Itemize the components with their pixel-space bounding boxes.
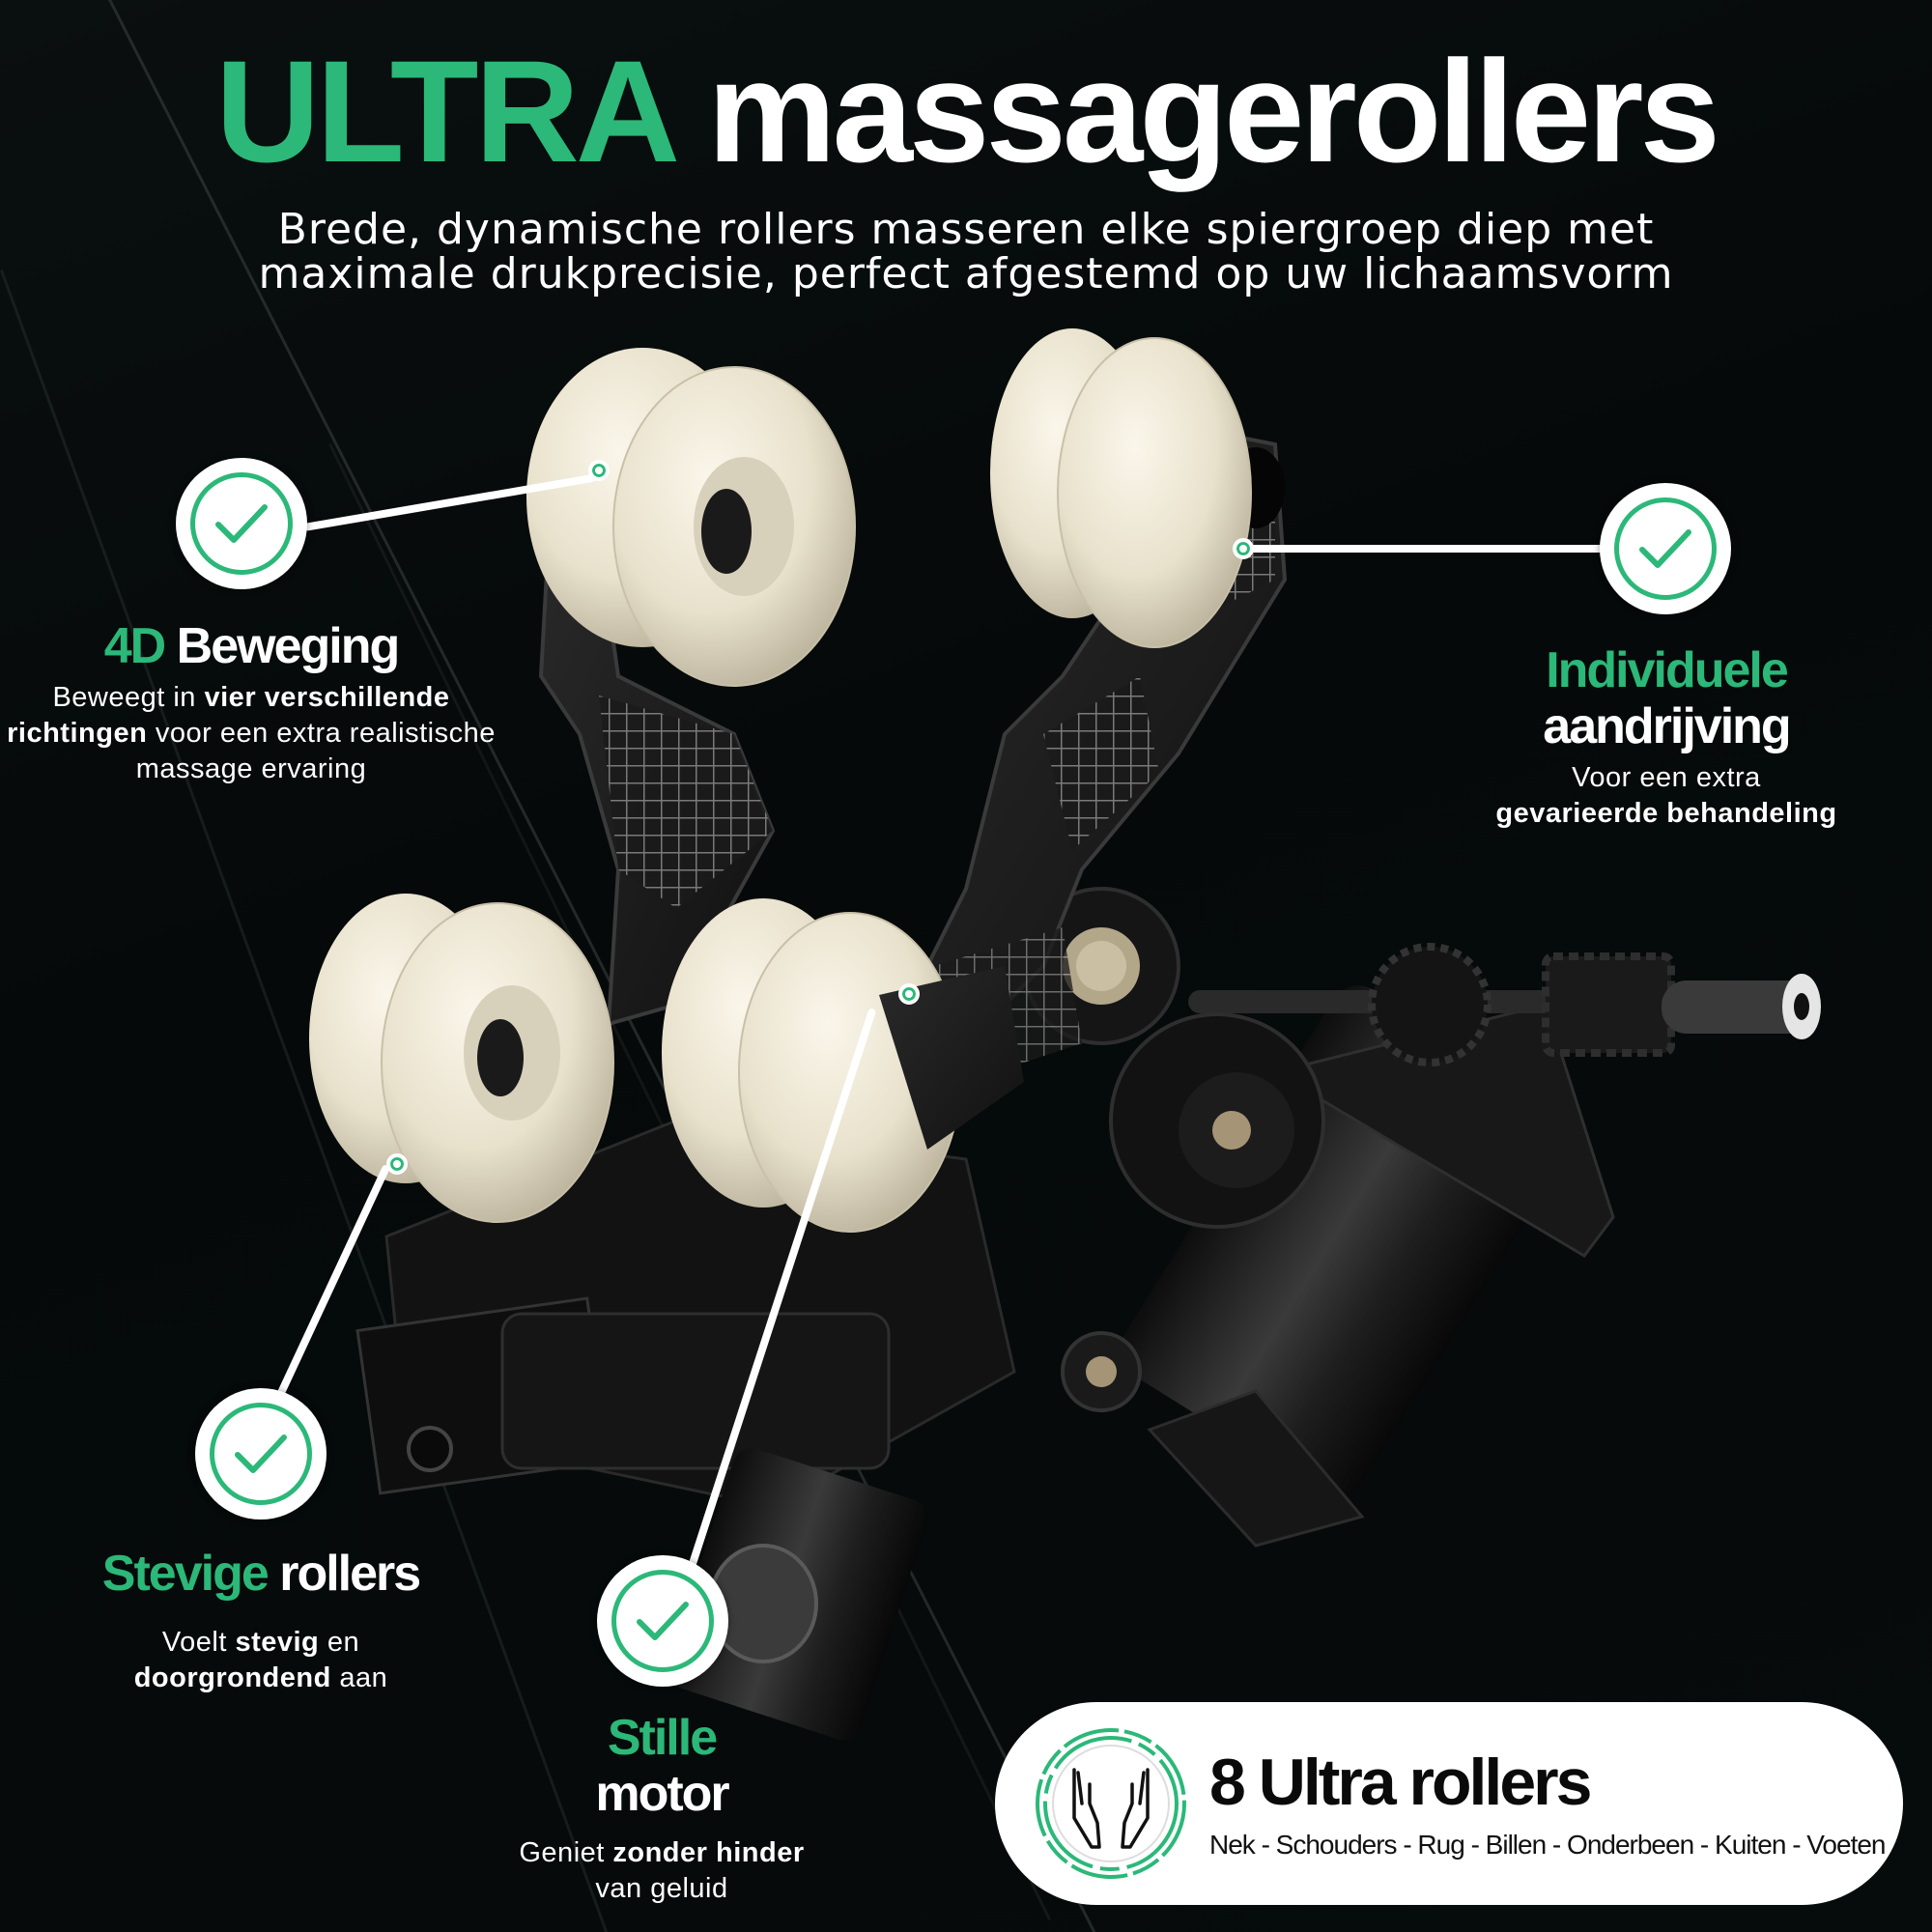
feature-title: Individuele aandrijving xyxy=(1543,642,1791,754)
check-icon xyxy=(235,1435,287,1473)
page-title: ULTRA massagerollers xyxy=(0,39,1932,184)
feature-stille-motor: Stille motor Geniet zonder hinder van ge… xyxy=(502,1710,821,1907)
check-circle-4d xyxy=(176,458,307,589)
check-icon xyxy=(1639,529,1691,568)
feature-individuele-aandrijving: Individuele aandrijving Voor een extra g… xyxy=(1430,642,1903,832)
feature-description: Voor een extra gevarieerde behandeling xyxy=(1495,762,1837,829)
right-motor xyxy=(1119,985,1615,1548)
title-main: massagerollers xyxy=(707,30,1720,192)
feature-description: Voelt stevig en doorgrondend aan xyxy=(133,1627,388,1693)
connector-line-aandrijving xyxy=(1246,545,1623,553)
connector-dot-aandrijving xyxy=(1233,538,1254,559)
roller-bottom-left xyxy=(309,894,614,1223)
feature-4d-beweging: 4D Beweging Beweegt in vier verschillend… xyxy=(0,618,502,787)
roller-top-right xyxy=(990,328,1252,648)
title-accent: ULTRA xyxy=(215,30,675,192)
connector-dot-stille xyxy=(898,983,920,1005)
hands-icon xyxy=(1034,1726,1188,1881)
rollers-badge: 8 Ultra rollers Nek - Schouders - Rug - … xyxy=(995,1702,1903,1905)
connector-dot-stevige xyxy=(386,1153,408,1175)
feature-title: Stevige rollers xyxy=(101,1546,421,1602)
feature-title: 4D Beweging xyxy=(103,618,401,674)
subtitle: Brede, dynamische rollers masseren elke … xyxy=(0,208,1932,297)
connector-dot-4d xyxy=(588,460,610,481)
check-circle-stevige xyxy=(195,1388,327,1520)
feature-description: Beweegt in vier verschillende richtingen… xyxy=(7,682,496,784)
badge-title: 8 Ultra rollers xyxy=(1209,1746,1592,1819)
badge-body-areas: Nek - Schouders - Rug - Billen - Onderbe… xyxy=(1209,1830,1886,1860)
check-icon xyxy=(215,504,268,543)
check-circle-aandrijving xyxy=(1600,483,1731,614)
subtitle-line-1: Brede, dynamische rollers masseren elke … xyxy=(277,205,1655,254)
feature-stevige-rollers: Stevige rollers Voelt stevig en doorgron… xyxy=(39,1546,483,1696)
check-icon xyxy=(637,1602,689,1640)
subtitle-line-2: maximale drukprecisie, perfect afgestemd… xyxy=(258,249,1674,298)
feature-title: Stille motor xyxy=(595,1710,729,1822)
gear-shaft xyxy=(1188,943,1821,1066)
check-circle-stille xyxy=(597,1555,728,1687)
lower-motor xyxy=(667,1448,927,1740)
roller-top-left xyxy=(526,348,856,687)
feature-description: Geniet zonder hinder van geluid xyxy=(519,1837,805,1904)
